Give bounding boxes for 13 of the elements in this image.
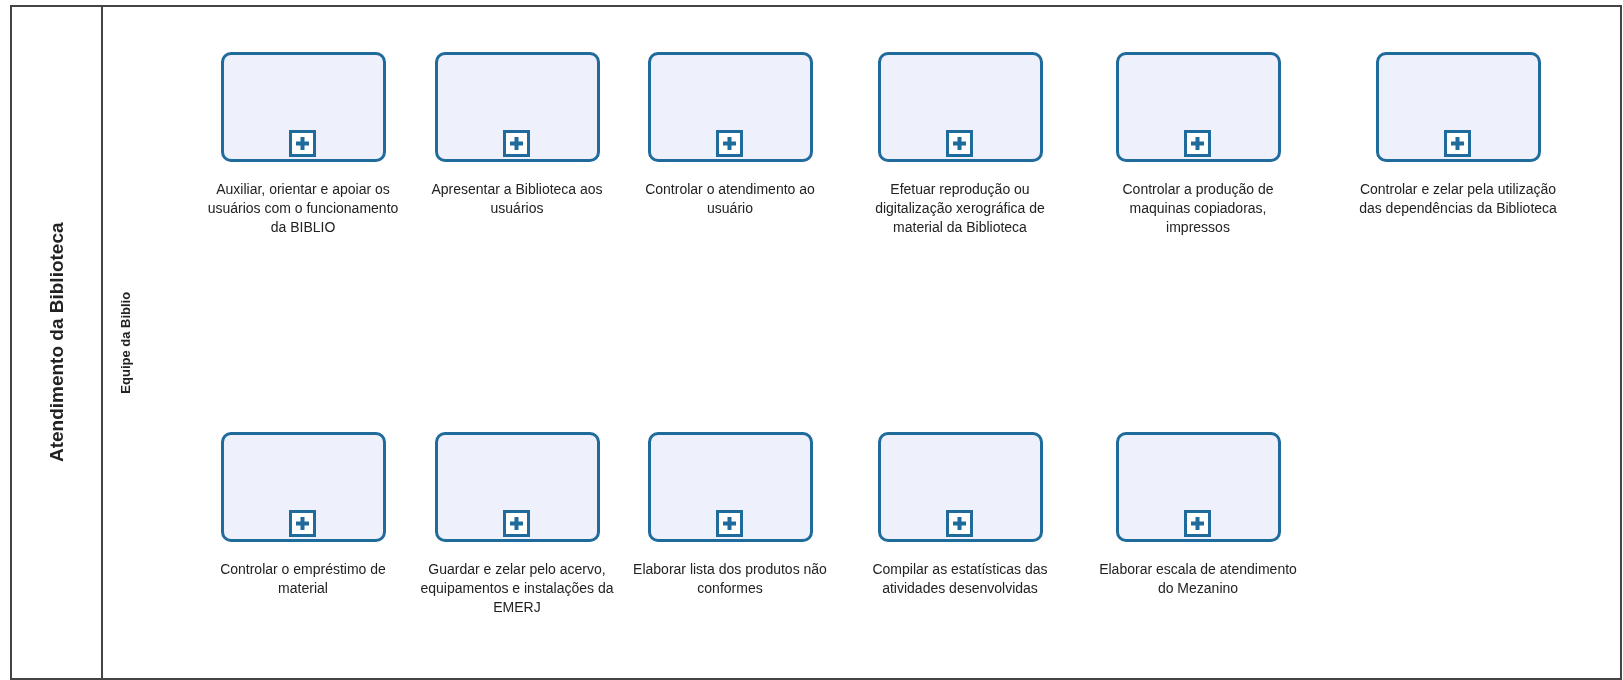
- task-label: Auxiliar, orientar e apoiar os usuários com o funcionamento da BIBLIO: [206, 180, 400, 237]
- task-label: Elaborar escala de atendimento do Mezanino: [1098, 560, 1298, 598]
- task-label: Compilar as estatísticas das atividades desenvolvidas: [871, 560, 1049, 598]
- task-label: Apresentar a Biblioteca aos usuários: [430, 180, 604, 218]
- task-label: Controlar o atendimento ao usuário: [644, 180, 816, 218]
- task-label: Controlar e zelar pela utilização das dependências da Biblioteca: [1358, 180, 1558, 218]
- task-label: Controlar a produção de maquinas copiadoras, impressos: [1121, 180, 1275, 237]
- lane-title: Equipe da Biblio: [117, 291, 135, 394]
- task-label: Elaborar lista dos produtos não conformes: [632, 560, 828, 598]
- task-label: Efetuar reprodução ou digitalização xerográfica de material da Biblioteca: [874, 180, 1046, 237]
- task-label: Controlar o empréstimo de material: [219, 560, 387, 598]
- pool-title: Atendimento da Biblioteca: [44, 222, 68, 463]
- task-label: Guardar e zelar pelo acervo, equipamentos e instalações da EMERJ: [419, 560, 615, 617]
